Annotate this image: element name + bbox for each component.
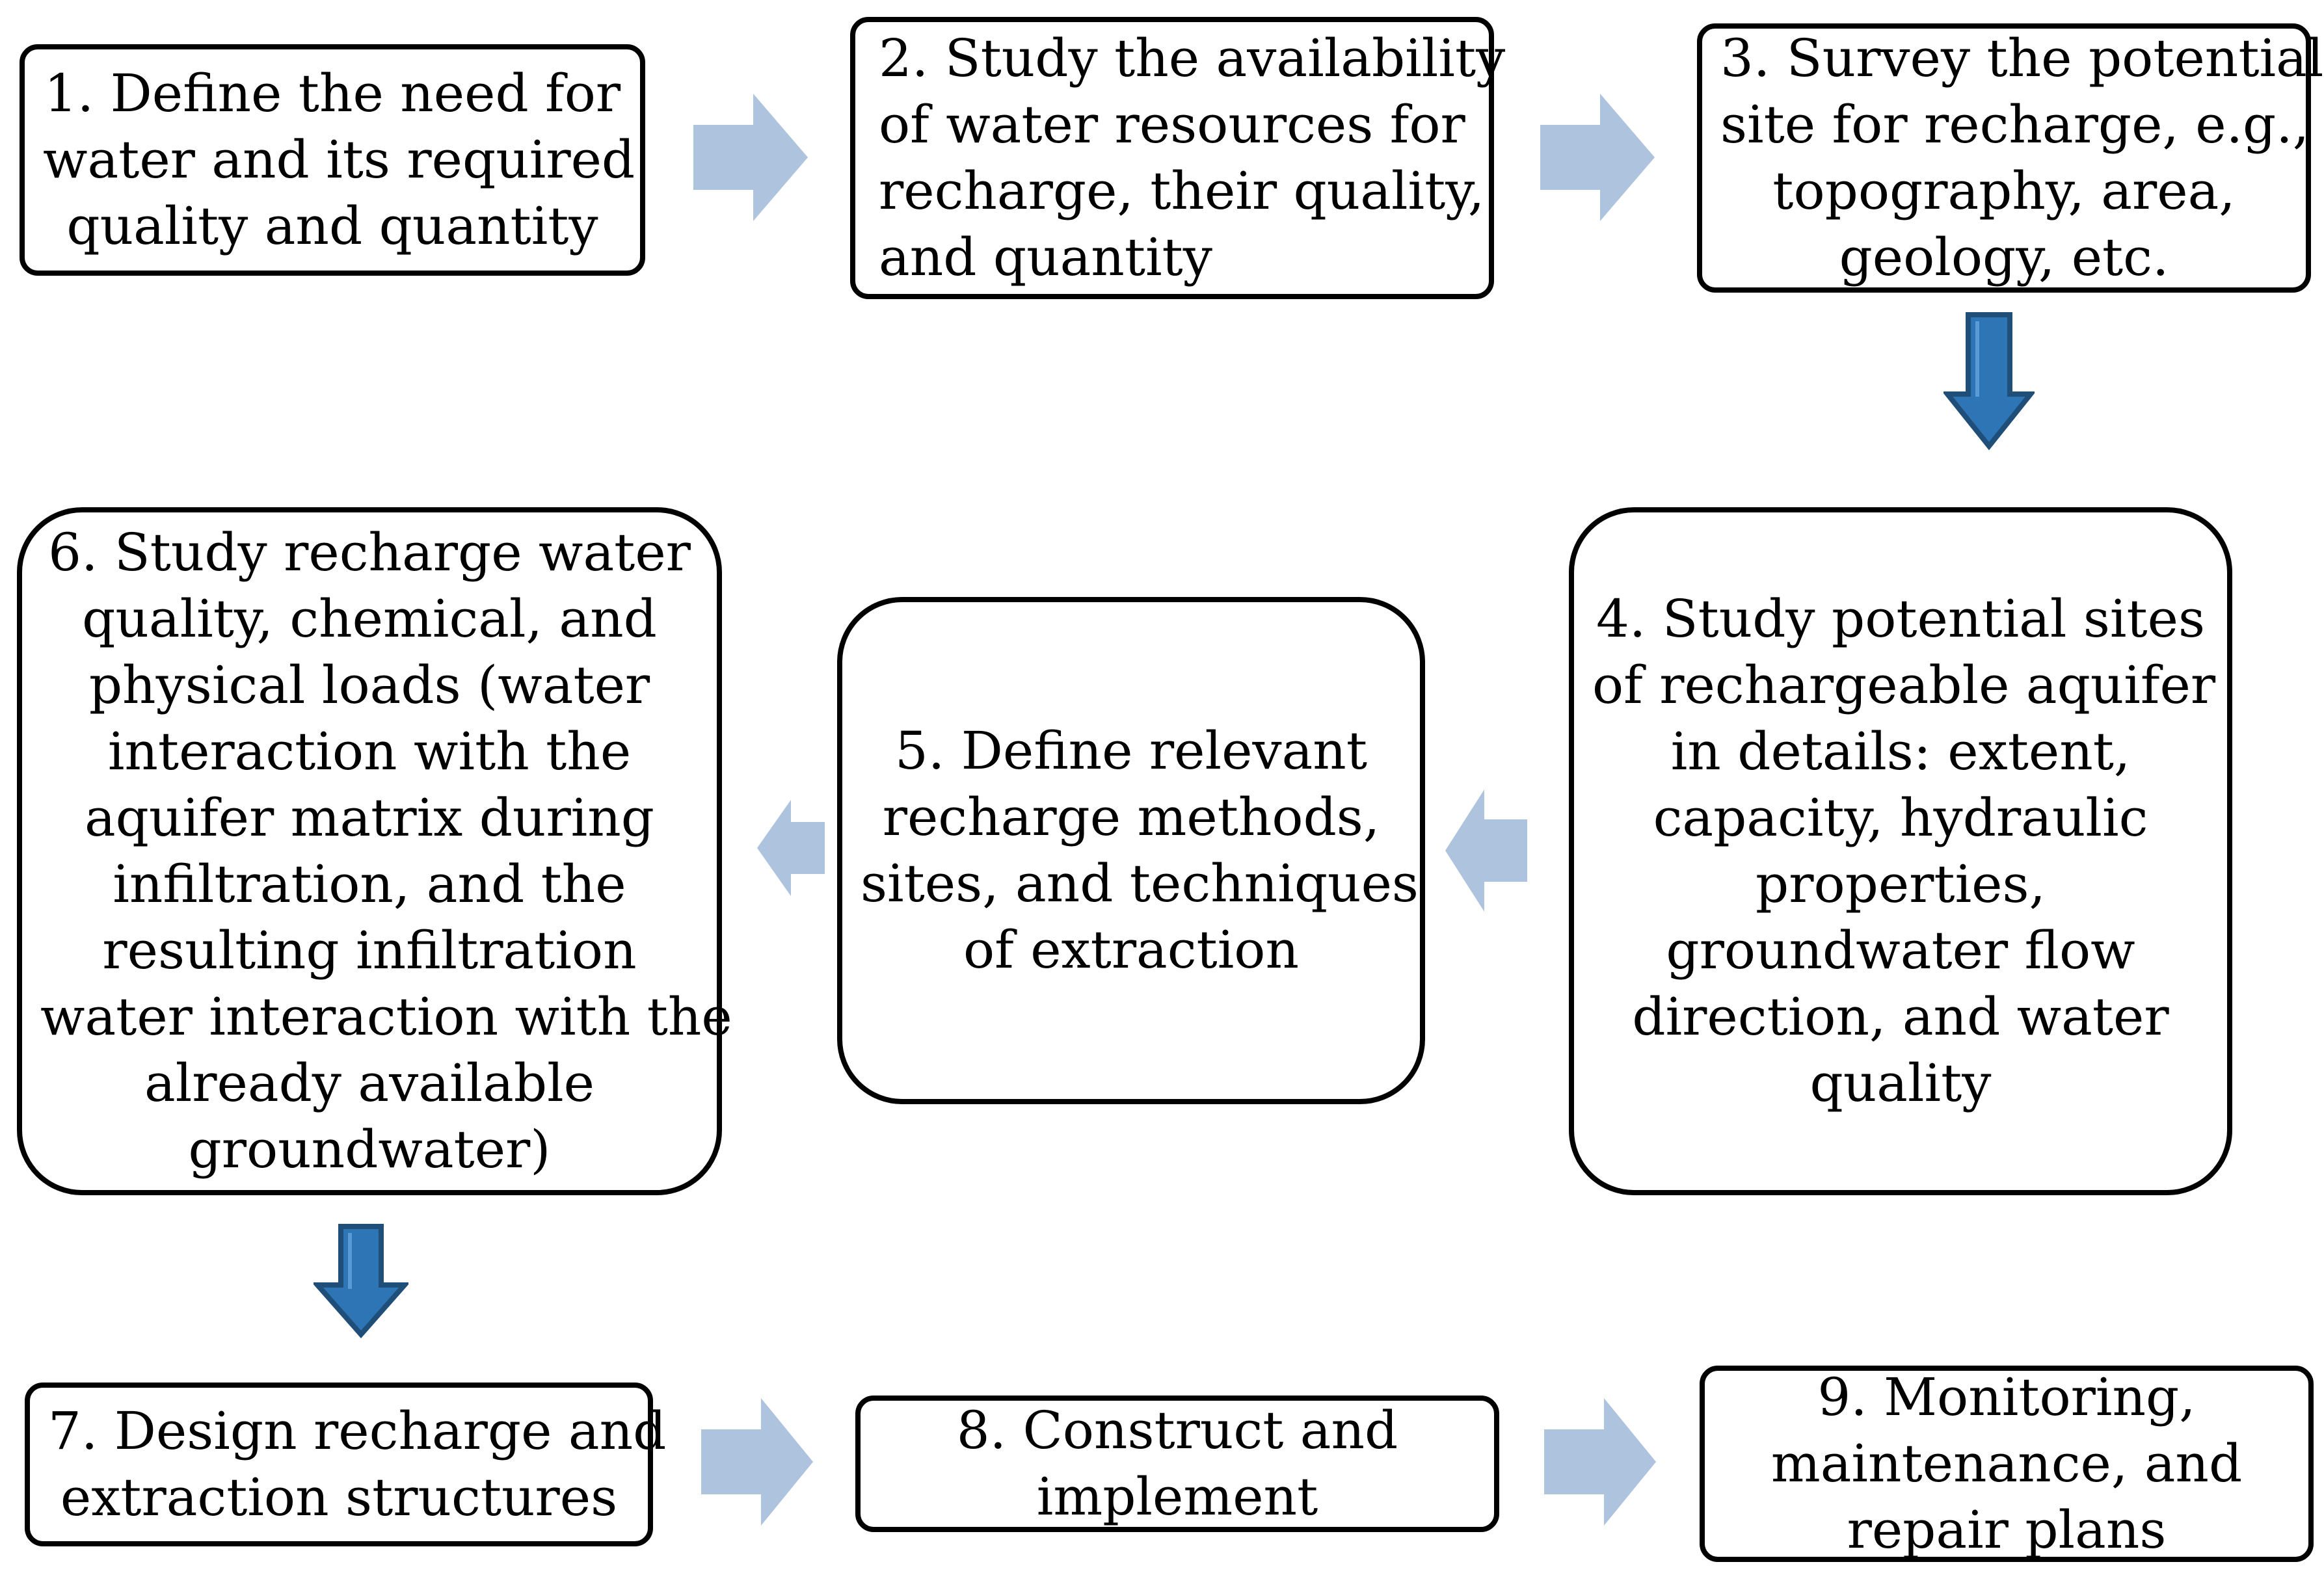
step-5-line: 5. Define relevant: [895, 721, 1367, 781]
step-6-line: water interaction with the: [40, 986, 732, 1047]
step-8-line: 8. Construct and: [956, 1400, 1398, 1461]
step-9-line: repair plans: [1847, 1500, 2167, 1560]
arrow-down-6-to-7-icon: [314, 1224, 408, 1338]
step-6-line: aquifer matrix during: [84, 788, 654, 848]
step-1-line: 1. Define the need for: [44, 63, 621, 124]
arrow-shape: [757, 800, 825, 896]
step-4-line: 4. Study potential sites: [1596, 589, 2206, 649]
step-6-line: physical loads (water: [88, 655, 650, 715]
arrow-shape: [1540, 94, 1655, 221]
step-9-box: 9. Monitoring, maintenance, and repair p…: [1700, 1366, 2314, 1562]
step-7-line: 7. Design recharge and: [48, 1401, 667, 1461]
step-6-line: interaction with the: [107, 721, 632, 782]
arrow-right-2-to-3-icon: [1540, 94, 1655, 221]
step-5-line: of extraction: [963, 920, 1299, 980]
step-6-line: groundwater): [188, 1119, 551, 1180]
step-4-line: of rechargeable aquifer: [1592, 655, 2216, 715]
step-4-line: groundwater flow: [1666, 920, 2135, 981]
step-2-box: 2. Study the availability of water resou…: [850, 17, 1506, 299]
step-6-line: 6. Study recharge water: [48, 522, 691, 583]
step-6-line: quality, chemical, and: [82, 589, 657, 649]
arrow-shape: [1544, 1398, 1656, 1526]
step-3-line: topography, area,: [1772, 161, 2236, 221]
arrow-right-7-to-8-icon: [701, 1398, 813, 1526]
step-6-line: resulting infiltration: [102, 920, 637, 981]
step-2-line: of water resources for: [879, 94, 1465, 155]
arrow-shape: [693, 94, 808, 221]
arrow-down-3-to-4-icon: [1943, 312, 2035, 450]
step-3-box: 3. Survey the potential site for recharg…: [1697, 23, 2324, 293]
arrow-left-4-to-5-icon: [1445, 789, 1527, 912]
step-7-line: extraction structures: [60, 1467, 618, 1528]
step-3-line: geology, etc.: [1839, 227, 2169, 287]
step-4-line: capacity, hydraulic: [1653, 788, 2148, 848]
step-9-line: maintenance, and: [1770, 1433, 2243, 1494]
step-8-box: 8. Construct and implement: [855, 1396, 1499, 1532]
step-6-box: 6. Study recharge water quality, chemica…: [17, 507, 732, 1195]
step-6-line: infiltration, and the: [113, 854, 626, 914]
arrow-shape: [1943, 312, 2035, 450]
arrow-shape: [701, 1398, 813, 1526]
step-2-line: 2. Study the availability: [879, 28, 1506, 88]
step-1-line: water and its required: [43, 129, 635, 190]
step-4-line: in details: extent,: [1670, 721, 2131, 782]
step-4-line: direction, and water: [1632, 986, 2169, 1047]
step-3-line: 3. Survey the potential: [1720, 28, 2324, 88]
step-6-line: already available: [144, 1053, 594, 1113]
step-5-line: recharge methods,: [882, 787, 1380, 847]
step-9-line: 9. Monitoring,: [1817, 1367, 2196, 1427]
step-5-line: sites, and techniques: [861, 853, 1419, 914]
arrow-left-5-to-6-icon: [757, 800, 825, 896]
arrow-right-8-to-9-icon: [1544, 1398, 1656, 1526]
step-5-box: 5. Define relevant recharge methods, sit…: [837, 597, 1425, 1104]
arrow-shape: [314, 1224, 408, 1338]
step-1-line: quality and quantity: [66, 196, 598, 256]
step-3-line: site for recharge, e.g.,: [1720, 94, 2310, 155]
arrow-shape: [1445, 789, 1527, 912]
step-4-line: properties,: [1756, 854, 2046, 914]
step-7-box: 7. Design recharge and extraction struct…: [25, 1383, 667, 1546]
step-4-box: 4. Study potential sites of rechargeable…: [1569, 507, 2232, 1195]
step-8-line: implement: [1036, 1466, 1318, 1527]
step-2-line: recharge, their quality,: [879, 161, 1485, 221]
step-1-box: 1. Define the need for water and its req…: [20, 44, 645, 276]
step-2-line: and quantity: [879, 227, 1212, 287]
step-4-line: quality: [1810, 1053, 1992, 1113]
arrow-right-1-to-2-icon: [693, 94, 808, 221]
